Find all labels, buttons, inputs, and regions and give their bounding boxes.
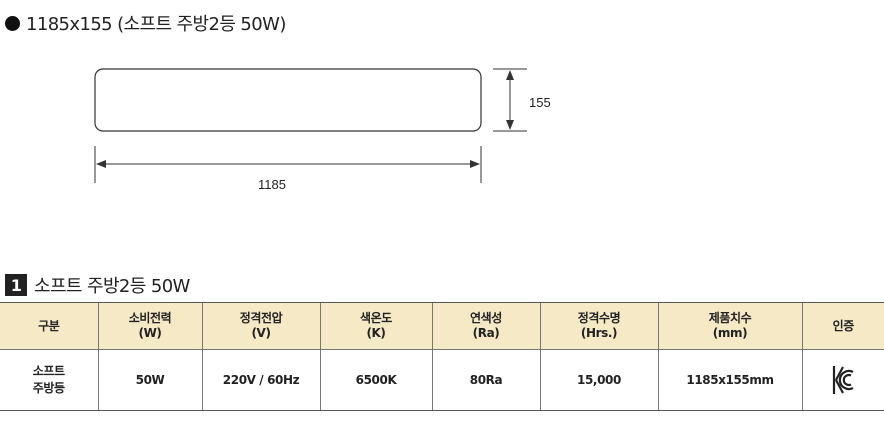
- product-number: 1: [5, 274, 27, 296]
- width-arrow-right: [470, 160, 480, 168]
- cell-power: 50W: [97, 349, 202, 411]
- table-header-row: 구분 소비전력(W) 정격전압(V) 색온도(K) 연색성(Ra) 정격수명(H…: [0, 302, 884, 350]
- header-cri: 연색성(Ra): [431, 302, 540, 350]
- product-outline: [94, 68, 482, 132]
- product-heading: 1 소프트 주방2등 50W: [5, 272, 190, 298]
- width-arrow-left: [96, 160, 106, 168]
- height-arrow-top: [506, 70, 514, 80]
- header-category: 구분: [0, 302, 98, 350]
- cell-color-temp: 6500K: [319, 349, 432, 411]
- header-color-temp: 색온도(K): [319, 302, 432, 350]
- header-voltage: 정격전압(V): [201, 302, 320, 350]
- cell-lifetime: 15,000: [539, 349, 658, 411]
- product-title: 소프트 주방2등 50W: [34, 276, 190, 297]
- diagram-title-text: 1185x155 (소프트 주방2등 50W): [26, 14, 286, 35]
- header-dimensions: 제품치수(mm): [657, 302, 802, 350]
- diagram-title: 1185x155 (소프트 주방2등 50W): [5, 10, 286, 36]
- header-certification: 인증: [801, 302, 884, 350]
- cell-dimensions: 1185x155mm: [657, 349, 802, 411]
- spec-table: 구분 소비전력(W) 정격전압(V) 색온도(K) 연색성(Ra) 정격수명(H…: [0, 302, 884, 411]
- cell-cri: 80Ra: [431, 349, 540, 411]
- cell-voltage: 220V / 60Hz: [201, 349, 320, 411]
- cell-certification: [801, 349, 884, 411]
- width-label: 1185: [258, 177, 286, 192]
- height-label: 155: [529, 95, 551, 110]
- kc-mark-icon: [833, 366, 854, 394]
- bullet-icon: [5, 15, 20, 31]
- header-lifetime: 정격수명(Hrs.): [539, 302, 658, 350]
- dimension-diagram: 155 1185: [94, 68, 551, 192]
- header-power: 소비전력(W): [97, 302, 202, 350]
- height-arrow-bottom: [506, 120, 514, 130]
